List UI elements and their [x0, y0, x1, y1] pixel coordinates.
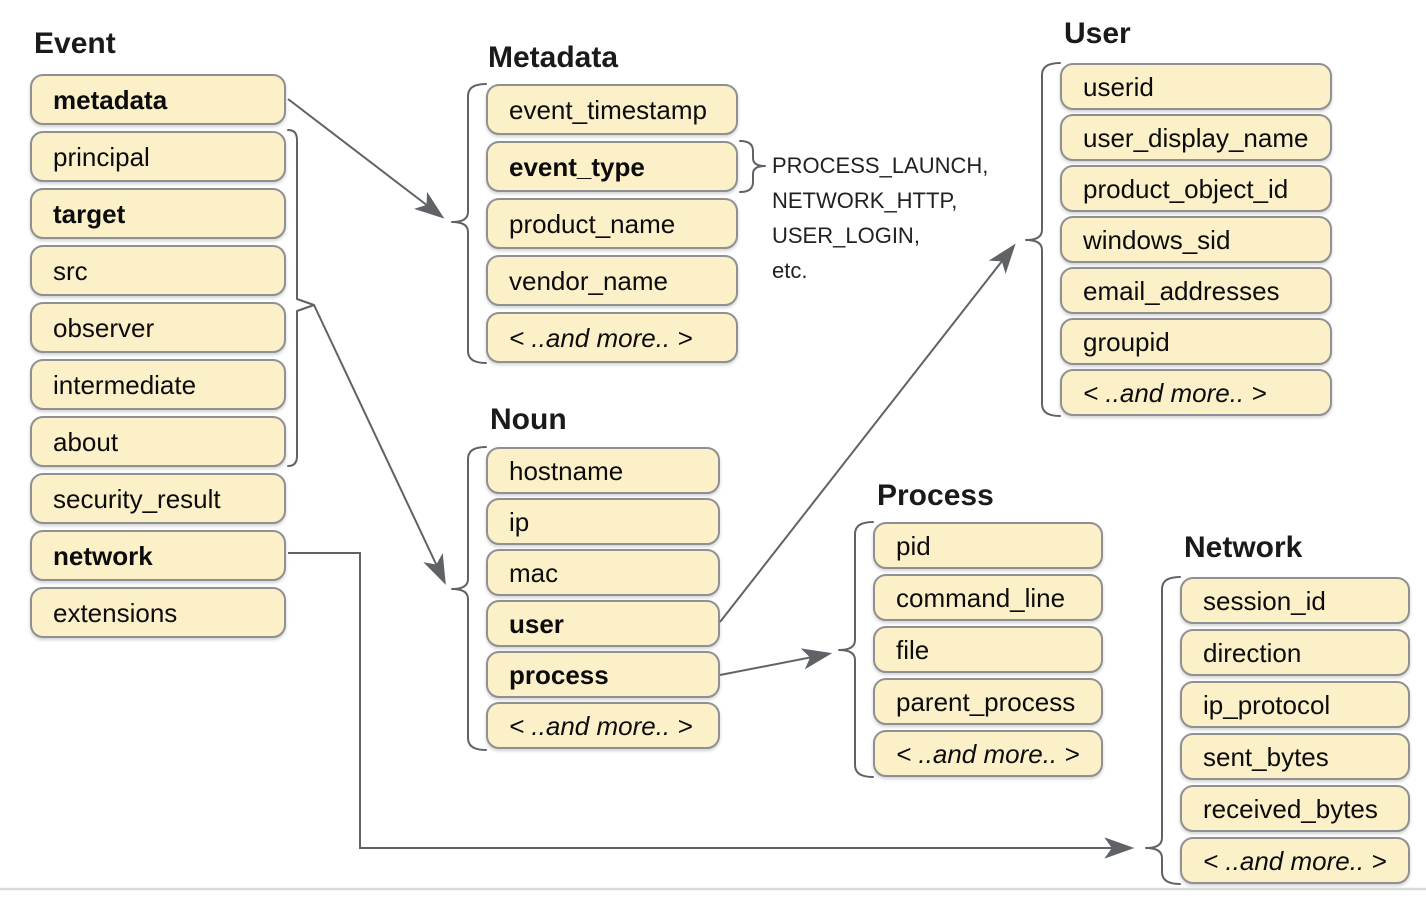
field-and-more: < ..and more.. >: [1180, 837, 1410, 884]
field-about: about: [30, 416, 286, 467]
enum-value-line: USER_LOGIN,: [772, 223, 920, 248]
event-type-values: PROCESS_LAUNCH, NETWORK_HTTP, USER_LOGIN,e…: [772, 148, 988, 288]
field-user-display-name: user_display_name: [1060, 114, 1332, 161]
field-principal: principal: [30, 131, 286, 182]
event-nouns-bracket: [287, 129, 315, 467]
field-groupid: groupid: [1060, 318, 1332, 365]
field-event-timestamp: event_timestamp: [486, 84, 738, 135]
event-type-values-brace: [739, 140, 766, 193]
field-parent-process: parent_process: [873, 678, 1103, 725]
field-security-result: security_result: [30, 473, 286, 524]
metadata-group-title: Metadata: [488, 41, 619, 74]
noun-group-title: Noun: [490, 403, 567, 436]
field-and-more: < ..and more.. >: [1060, 369, 1332, 416]
field-sent-bytes: sent_bytes: [1180, 733, 1410, 780]
event-to-noun-arrow: [313, 304, 446, 585]
field-direction: direction: [1180, 629, 1410, 676]
field-and-more: < ..and more.. >: [486, 702, 720, 749]
noun-brace: [451, 446, 487, 751]
process-brace: [838, 521, 874, 778]
field-ip: ip: [486, 498, 720, 545]
metadata-brace: [451, 83, 487, 364]
enum-value-line: etc.: [772, 258, 808, 283]
field-session-id: session_id: [1180, 577, 1410, 624]
field-windows-sid: windows_sid: [1060, 216, 1332, 263]
process-arrow: [719, 648, 833, 676]
field-event-type: event_type: [486, 141, 738, 192]
field-received-bytes: received_bytes: [1180, 785, 1410, 832]
field-metadata: metadata: [30, 74, 286, 125]
enum-value-line: PROCESS_LAUNCH,: [772, 153, 989, 178]
field-file: file: [873, 626, 1103, 673]
field-product-object-id: product_object_id: [1060, 165, 1332, 212]
field-mac: mac: [486, 549, 720, 596]
metadata-arrow: [287, 98, 445, 219]
field-email-addresses: email_addresses: [1060, 267, 1332, 314]
enum-value-line: NETWORK_HTTP,: [772, 188, 958, 213]
user-brace: [1025, 62, 1061, 417]
field-observer: observer: [30, 302, 286, 353]
field-network: network: [30, 530, 286, 581]
field-and-more: < ..and more.. >: [873, 730, 1103, 777]
field-src: src: [30, 245, 286, 296]
field-command-line: command_line: [873, 574, 1103, 621]
event-group: Event metadata principal target src observer…: [30, 28, 286, 638]
field-product-name: product_name: [486, 198, 738, 249]
field-process: process: [486, 651, 720, 698]
field-ip-protocol: ip_protocol: [1180, 681, 1410, 728]
field-target: target: [30, 188, 286, 239]
network-field-list: session_id direction ip_protocol sent_bytes…: [1180, 572, 1410, 884]
user-group-title: User: [1064, 17, 1131, 50]
field-and-more: < ..and more.. >: [486, 312, 738, 363]
field-user: user: [486, 600, 720, 647]
field-extensions: extensions: [30, 587, 286, 638]
field-userid: userid: [1060, 63, 1332, 110]
field-intermediate: intermediate: [30, 359, 286, 410]
network-group-title: Network: [1184, 531, 1303, 564]
event-field-list: metadata principal target src observer interm…: [30, 68, 286, 638]
field-vendor-name: vendor_name: [486, 255, 738, 306]
event-group-title: Event: [34, 27, 116, 60]
network-brace: [1145, 576, 1181, 885]
field-pid: pid: [873, 522, 1103, 569]
process-group-title: Process: [877, 479, 994, 512]
field-hostname: hostname: [486, 447, 720, 494]
